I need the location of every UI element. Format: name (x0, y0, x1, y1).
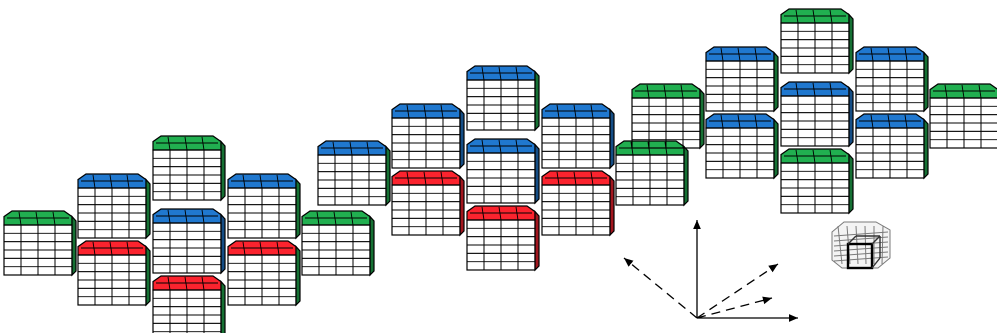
cube-block (78, 241, 150, 305)
legend-layer (832, 222, 890, 268)
cube-block (302, 211, 374, 275)
block-side-face (146, 180, 150, 238)
cube-block (856, 47, 928, 111)
cube-block (781, 149, 853, 213)
upper-right-dashed-arrow (697, 264, 778, 318)
block-side-face (296, 247, 300, 305)
cube-block (153, 276, 225, 333)
cube-block (153, 209, 225, 273)
cube-block (856, 114, 928, 178)
cube-block (318, 141, 390, 205)
clusters-layer (4, 9, 997, 333)
cube-block (467, 206, 539, 270)
cube-block (542, 171, 614, 235)
mid-right-dashed-arrow (697, 298, 772, 318)
block-side-face (370, 217, 374, 275)
upper-left-dashed-arrow (624, 258, 697, 318)
block-side-face (386, 147, 390, 205)
block-side-face (146, 247, 150, 305)
block-side-face (460, 177, 464, 235)
block-side-face (221, 215, 225, 273)
cube-block (392, 104, 464, 168)
block-side-face (460, 110, 464, 168)
cube-block (542, 104, 614, 168)
block-side-face (296, 180, 300, 238)
cube-block (4, 211, 76, 275)
cube-block (467, 139, 539, 203)
cube-block (781, 82, 853, 146)
cube-block (616, 141, 688, 205)
block-side-face (221, 142, 225, 200)
block-side-face (221, 282, 225, 333)
cube-block (228, 174, 300, 238)
cube-block (228, 241, 300, 305)
cube-block (78, 174, 150, 238)
cube-block (467, 66, 539, 130)
cube-block (706, 47, 778, 111)
axes-triad (624, 220, 798, 318)
cube-block (706, 114, 778, 178)
cube-block (153, 136, 225, 200)
cube-block (781, 9, 853, 73)
cube-block (632, 84, 704, 148)
cube-block (930, 84, 997, 148)
wireframe-unit-cell-icon (832, 222, 890, 268)
cube-block (392, 171, 464, 235)
